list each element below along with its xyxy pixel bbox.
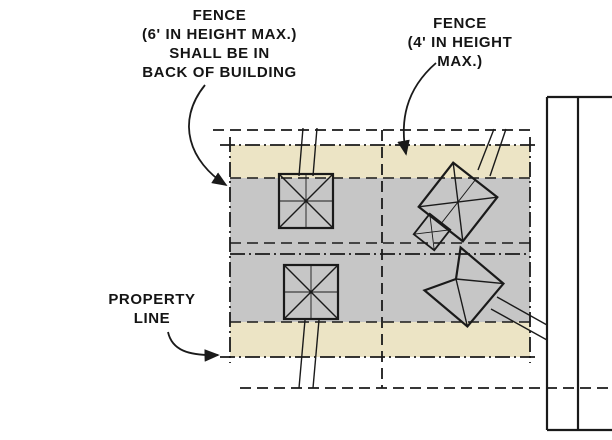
driveway-edge: [312, 319, 320, 389]
building-area: [230, 178, 530, 322]
driveway-bottom-right: [490, 296, 548, 341]
roof-hip-line: [455, 278, 504, 285]
property-line-note-line: PROPERTY: [108, 291, 196, 308]
roof-outline: [422, 245, 506, 329]
fence-back-note-line: BACK OF BUILDING: [142, 64, 297, 81]
fence-back-note: FENCE (6' IN HEIGHT MAX.) SHALL BE IN BA…: [112, 6, 327, 82]
roof-hip-line: [413, 229, 451, 235]
street-edges: [545, 95, 612, 432]
roof-ridge-line: [440, 179, 476, 225]
front-yard-band-top: [230, 145, 530, 178]
house-bottom-left: [282, 263, 340, 321]
leader-arrow-fence-front: [397, 62, 437, 156]
driveway-bottom-left: [298, 319, 320, 389]
garage-top-right: [412, 212, 452, 252]
fence-front-note-line: (4' IN HEIGHT: [407, 34, 513, 51]
house-bottom-right: [422, 245, 506, 329]
leader-arrow-property-line: [167, 331, 220, 362]
roof-hip-line: [455, 278, 469, 327]
rear-yard-band-bottom: [230, 322, 530, 357]
houses: [277, 161, 506, 329]
driveway-edge: [496, 296, 548, 326]
roof-outline: [412, 212, 452, 252]
fence-back-note-line: SHALL BE IN: [169, 45, 270, 62]
driveway-edge: [489, 128, 507, 177]
driveway-top-right: [477, 128, 507, 177]
setback-lines: [213, 129, 612, 389]
driveway-edge: [312, 127, 318, 177]
fence-front-note-line: FENCE: [433, 15, 487, 32]
driveway-top-left: [298, 127, 318, 177]
fence-front-note-line: MAX.): [437, 53, 483, 70]
driveway-edge: [298, 319, 306, 389]
driveway-edge: [477, 128, 495, 171]
fence-front-note: FENCE (4' IN HEIGHT MAX.): [380, 14, 540, 71]
driveway-edge: [490, 308, 548, 341]
fence-back-note-line: FENCE: [192, 7, 247, 24]
roof-ridge-line: [424, 290, 468, 327]
driveways: [298, 127, 548, 389]
property-line-note: PROPERTY LINE: [92, 290, 212, 328]
house-top-left: [277, 172, 335, 230]
driveway-edge: [298, 127, 304, 177]
roof-outline: [417, 161, 499, 243]
property-line-note-line: LINE: [133, 310, 171, 327]
leader-arrows: [167, 62, 437, 362]
leader-arrow-fence-back: [188, 84, 228, 186]
fence-back-note-line: (6' IN HEIGHT MAX.): [142, 26, 297, 43]
house-top-right: [417, 161, 499, 243]
property-lines: [220, 137, 536, 363]
